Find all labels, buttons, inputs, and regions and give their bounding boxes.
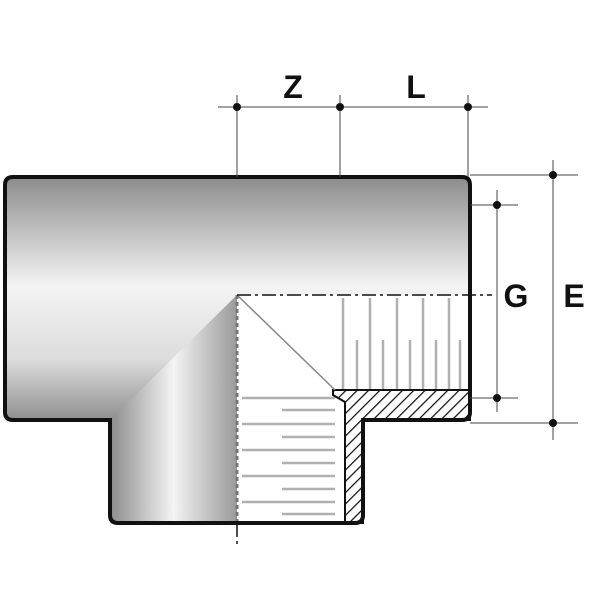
dimension-label-g: G: [504, 278, 529, 314]
dimension-label-e: E: [563, 278, 584, 314]
threads: [242, 298, 462, 516]
tee-body: [3, 175, 472, 525]
dimension-dots: [233, 103, 557, 427]
dimension-label-z: Z: [283, 69, 303, 105]
thread-section-hatch: [332, 389, 471, 524]
dimension-label-l: L: [406, 69, 426, 105]
center-lines: [236, 294, 492, 545]
